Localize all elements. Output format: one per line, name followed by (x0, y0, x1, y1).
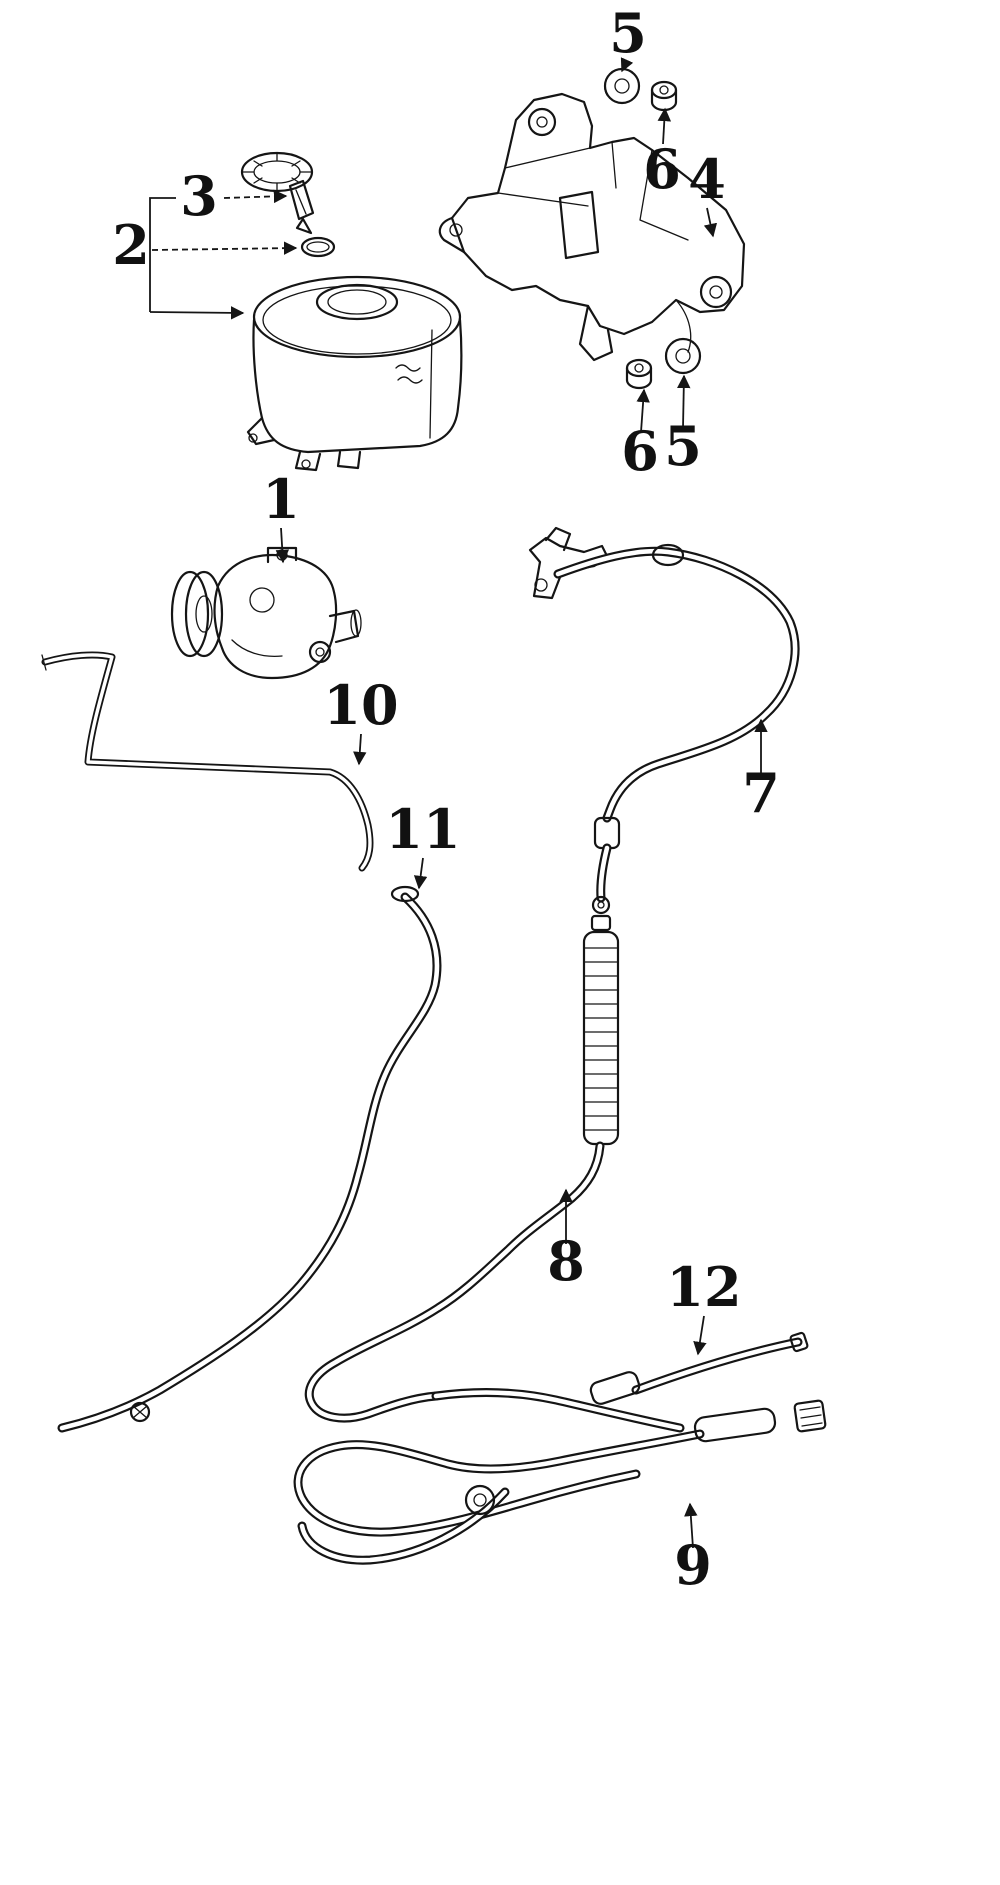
reservoir (246, 275, 463, 472)
callout-10: 10 (323, 673, 398, 737)
callout-11: 11 (385, 797, 460, 861)
short-hose (589, 1331, 809, 1405)
callout-12: 12 (666, 1255, 741, 1319)
callout-2: 2 (112, 213, 150, 277)
callout-1: 1 (262, 467, 300, 531)
callout-6-upper: 6 (643, 137, 681, 201)
callout-6-lower: 6 (621, 419, 659, 483)
callout-3: 3 (180, 164, 218, 228)
reservoir-cap (240, 151, 315, 235)
bushing-lower (664, 337, 702, 375)
callout-5-lower: 5 (664, 414, 702, 478)
reservoir-seal (300, 236, 336, 258)
callout-4: 4 (688, 147, 726, 211)
callout-8: 8 (547, 1229, 585, 1293)
power-steering-pump (170, 546, 362, 680)
return-hose (62, 885, 437, 1428)
callout-9: 9 (674, 1533, 712, 1597)
leader-lines (149, 57, 768, 1549)
callout-7: 7 (742, 761, 780, 825)
bushing-upper (603, 67, 641, 105)
nut-lower (625, 358, 653, 390)
mounting-bracket (438, 92, 746, 362)
cooler-tube (309, 895, 680, 1428)
pressure-hose (298, 1399, 827, 1560)
upper-hose (558, 543, 795, 898)
nut-upper (650, 80, 678, 112)
callout-labels: 5 6 4 3 2 1 6 5 10 7 11 8 12 9 (112, 1, 780, 1597)
callout-5-upper: 5 (609, 1, 647, 65)
steel-pipe (41, 655, 370, 868)
